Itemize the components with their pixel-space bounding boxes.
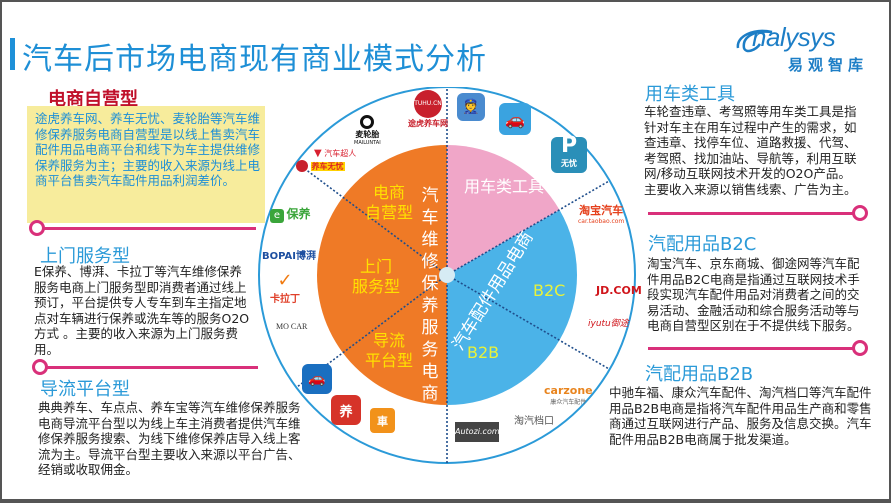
analysys-logo: nalysys 易观智库 — [734, 22, 884, 74]
jd-logo: JD.COM — [596, 284, 642, 297]
traffic-platform-body: 典典养车、车点点、养车宝等汽车维修保养服务电商导流平台型以为线上车主消费者提供汽… — [38, 400, 301, 477]
door-to-door-body: E保养、博湃、卡拉丁等汽车维修保养服务电商上门服务型即消费者通过线上预订，平台提… — [34, 264, 250, 357]
yutu-logo: iyutu御途 — [588, 319, 629, 329]
title-accent-bar — [10, 38, 15, 70]
mailuntai-logo: 麦轮胎 MAILUNTAI — [354, 115, 381, 146]
segment-label-car-tools: 用车类工具 — [464, 177, 545, 196]
chelun-app-icon: 👮 — [457, 93, 485, 121]
taobao-car-logo: 淘宝汽车 car.taobao.com — [578, 204, 625, 225]
wheel-graphic — [258, 86, 636, 464]
segment-label-b2b: B2B — [467, 343, 500, 362]
logo-text-cn: 易观智库 — [788, 56, 869, 74]
door-to-door-divider — [42, 366, 258, 369]
dianping-car-app-icon: 🚗 — [302, 364, 332, 394]
door-to-door-title: 上门服务型 — [40, 246, 130, 267]
kaojiazhao-app-icon: 🚗 — [499, 103, 531, 135]
ebaoyang-logo: e 保养 — [270, 205, 311, 223]
self-operated-body: 途虎养车网、养车无忧、麦轮胎等汽车维修保养服务电商自营型是以线上售卖汽车配件用品… — [35, 111, 261, 188]
qichechaoren-logo: ▼ 汽车超人 — [314, 148, 357, 159]
bopai-logo: BOPAI博湃 — [262, 251, 316, 262]
car-tools-title: 用车类工具 — [645, 84, 735, 105]
kalading-logo: ✓ 卡拉丁 — [270, 270, 300, 306]
self-operated-box: 途虎养车网、养车无忧、麦轮胎等汽车维修保养服务电商自营型是以线上售卖汽车配件用品… — [27, 106, 265, 223]
self-operated-divider — [40, 227, 256, 230]
chediandian-app-icon: 养 — [331, 395, 361, 425]
logo-swoosh-icon — [736, 29, 773, 53]
yangchebao-app-icon: 車 — [370, 408, 395, 433]
tuhu-logo: TUHU.CN 途虎养车网 — [408, 90, 448, 129]
taoqi-logo: 淘汽档口 — [514, 416, 554, 427]
yangchewuyou-logo: 养车无忧 — [296, 160, 345, 172]
car-tools-body: 车轮查违章、考驾照等用车类工具是指针对车主在用车过程中产生的需求，如查违章、找停… — [644, 104, 857, 197]
divider-ring-icon — [29, 220, 45, 236]
logo-text-en: nalysys — [752, 22, 836, 52]
business-model-wheel: 电商 自营型 上门 服务型 导流 平台型 汽 车 维 修 保 养 服 务 电 商… — [257, 86, 657, 491]
b2c-divider — [648, 347, 854, 350]
traffic-platform-title: 导流平台型 — [40, 379, 130, 400]
autozi-logo: Autozi.com — [455, 422, 500, 442]
self-operated-title: 电商自营型 — [48, 89, 138, 110]
maintenance-ecommerce-label: 汽 车 维 修 保 养 服 务 电 商 — [421, 186, 439, 404]
mocar-logo: MO CAR — [276, 322, 308, 331]
b2c-body: 淘宝汽车、京东商城、御途网等汽车配件用品B2C电商是指通过互联网技术手段实现汽车… — [647, 256, 860, 333]
car-tools-divider — [648, 212, 854, 215]
segment-label-door-to-door: 上门 服务型 — [352, 257, 401, 296]
segment-label-b2c: B2C — [533, 281, 566, 300]
b2b-title: 汽配用品B2B — [645, 364, 754, 385]
b2b-body: 中驰车福、康众汽车配件、淘汽档口等汽车配件用品B2B电商是指将汽车配件用品生产商… — [609, 385, 872, 447]
segment-label-traffic-platform: 导流 平台型 — [365, 331, 414, 370]
divider-ring-icon — [852, 205, 868, 221]
segment-label-self-operated: 电商 自营型 — [365, 183, 414, 222]
carzone-logo: carzone 康众汽车配件 — [544, 384, 593, 406]
divider-ring-icon — [852, 340, 868, 356]
divider-ring-icon — [32, 359, 48, 375]
page-title: 汽车后市场电商现有商业模式分析 — [22, 42, 487, 77]
b2c-title: 汽配用品B2C — [648, 234, 757, 255]
